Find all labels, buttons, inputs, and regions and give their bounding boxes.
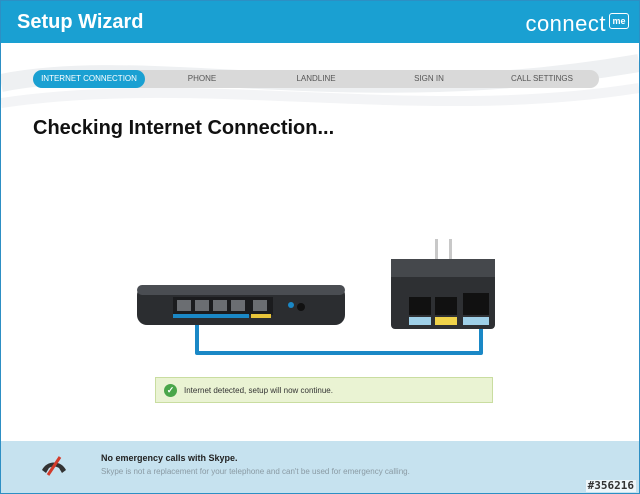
ethernet-cable [195, 317, 483, 355]
logo-badge: me [609, 13, 629, 29]
status-message: ✓ Internet detected, setup will now cont… [155, 377, 493, 403]
connection-illustration [137, 239, 495, 355]
step-internet-connection: INTERNET CONNECTION [33, 70, 145, 88]
connect-me-logo: connect me [525, 11, 629, 37]
phone-adapter-graphic [391, 239, 495, 329]
footer-subtitle: Skype is not a replacement for your tele… [101, 467, 410, 476]
logo-word: connect [525, 11, 606, 36]
footer-title: No emergency calls with Skype. [101, 453, 238, 463]
main-content: INTERNET CONNECTION PHONE LANDLINE SIGN … [1, 43, 639, 439]
page-heading: Checking Internet Connection... [33, 117, 335, 139]
title-bar: Setup Wizard connect me [1, 1, 639, 43]
router-graphic [137, 285, 345, 325]
status-text: Internet detected, setup will now contin… [184, 385, 333, 395]
window-title: Setup Wizard [17, 11, 144, 33]
step-progress-bar: INTERNET CONNECTION PHONE LANDLINE SIGN … [33, 70, 599, 88]
no-phone-icon [42, 456, 66, 476]
emergency-footer: No emergency calls with Skype. Skype is … [1, 441, 639, 493]
check-icon: ✓ [164, 383, 177, 397]
step-call-settings: CALL SETTINGS [511, 74, 573, 83]
watermark-id: #356216 [585, 479, 636, 492]
step-sign-in: SIGN IN [414, 74, 444, 83]
step-landline: LANDLINE [296, 74, 336, 83]
step-phone: PHONE [187, 74, 217, 83]
